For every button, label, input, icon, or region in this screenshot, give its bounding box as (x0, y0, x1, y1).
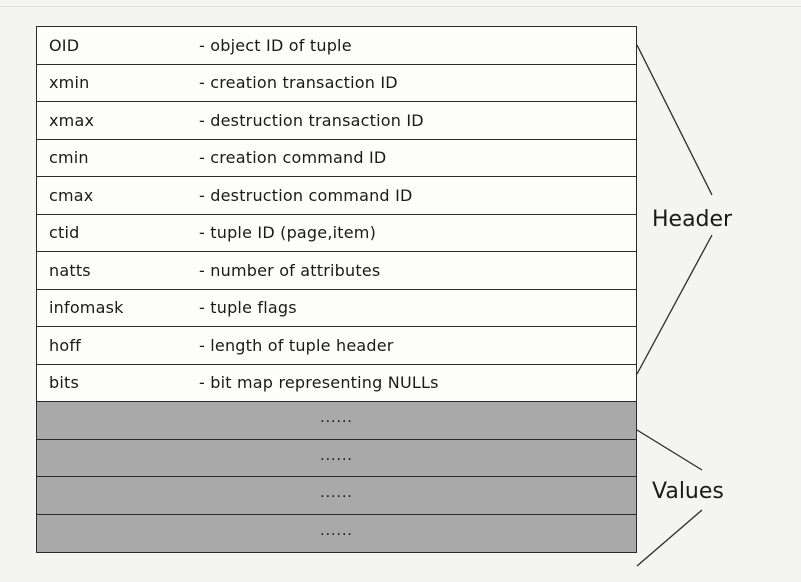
field-description: - destruction transaction ID (199, 110, 424, 130)
values-brace-lower-line (636, 509, 703, 567)
header-row-infomask: infomask - tuple flags (37, 290, 636, 327)
values-brace-upper-line (636, 429, 703, 471)
value-row: ...... (37, 402, 636, 440)
header-row-cmax: cmax - destruction command ID (37, 177, 636, 215)
field-description: - length of tuple header (199, 335, 394, 355)
tuple-structure-table: OID - object ID of tuple xmin - creation… (36, 26, 637, 553)
field-description: - tuple flags (199, 298, 297, 318)
field-description: - tuple ID (page,item) (199, 223, 377, 243)
field-name: xmax (49, 110, 95, 130)
header-row-natts: natts - number of attributes (37, 252, 636, 290)
field-name: infomask (49, 298, 124, 318)
header-brace-upper-line (636, 44, 713, 196)
value-placeholder: ...... (320, 523, 353, 540)
field-description: - creation command ID (199, 148, 387, 168)
field-description: - object ID of tuple (199, 35, 352, 55)
field-name: cmax (49, 185, 94, 205)
scan-artifact (0, 6, 801, 7)
header-brace-lower-line (636, 234, 713, 375)
header-row-ctid: ctid - tuple ID (page,item) (37, 215, 636, 252)
value-row: ...... (37, 514, 636, 552)
values-label: Values (652, 479, 724, 504)
field-name: OID (49, 35, 80, 55)
header-row-bits: bits - bit map representing NULLs (37, 365, 636, 402)
field-description: - bit map representing NULLs (199, 373, 439, 393)
header-row-xmin: xmin - creation transaction ID (37, 65, 636, 102)
field-name: natts (49, 260, 91, 280)
header-row-cmin: cmin - creation command ID (37, 140, 636, 177)
field-description: - creation transaction ID (199, 73, 398, 93)
field-description: - destruction command ID (199, 185, 413, 205)
header-row-hoff: hoff - length of tuple header (37, 327, 636, 365)
field-name: bits (49, 373, 80, 393)
value-placeholder: ...... (320, 485, 353, 502)
field-name: ctid (49, 223, 80, 243)
field-name: cmin (49, 148, 89, 168)
value-placeholder: ...... (320, 410, 353, 427)
field-name: hoff (49, 335, 81, 355)
header-row-oid: OID - object ID of tuple (37, 27, 636, 65)
value-row: ...... (37, 477, 636, 515)
header-label: Header (652, 207, 733, 232)
value-placeholder: ...... (320, 447, 353, 464)
field-description: - number of attributes (199, 260, 381, 280)
header-row-xmax: xmax - destruction transaction ID (37, 102, 636, 140)
field-name: xmin (49, 73, 90, 93)
value-row: ...... (37, 439, 636, 477)
